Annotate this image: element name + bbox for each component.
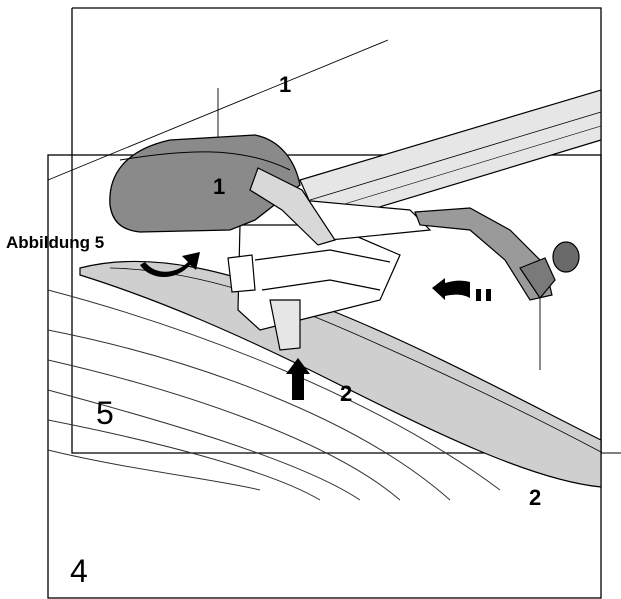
rotate-arrow-icon — [140, 252, 200, 278]
callout-2-arrow: 2 — [340, 381, 353, 406]
release-lever — [249, 167, 336, 246]
frame-number-5: 5 — [96, 395, 114, 431]
figure-caption: Abbildung 5 — [6, 233, 105, 252]
cover-cap-seam — [119, 151, 291, 171]
roof-contour-lines — [47, 289, 501, 501]
up-arrow-icon — [286, 358, 310, 400]
left-arrow-bar-1 — [476, 289, 481, 301]
locking-key — [414, 207, 580, 301]
cross-bar-edge — [309, 111, 602, 201]
left-arrow-icon — [432, 278, 470, 300]
left-arrow-bar-2 — [486, 289, 491, 301]
cross-bar-edge — [314, 125, 602, 214]
roof-rail-groove — [109, 267, 602, 453]
cover-cap — [109, 134, 301, 233]
frame-number-4: 4 — [70, 553, 88, 589]
callout-1-top: 1 — [279, 72, 292, 97]
callout-1-cover: 1 — [213, 174, 226, 199]
rack-foot — [227, 199, 432, 351]
callout-2-bottom: 2 — [529, 485, 542, 510]
